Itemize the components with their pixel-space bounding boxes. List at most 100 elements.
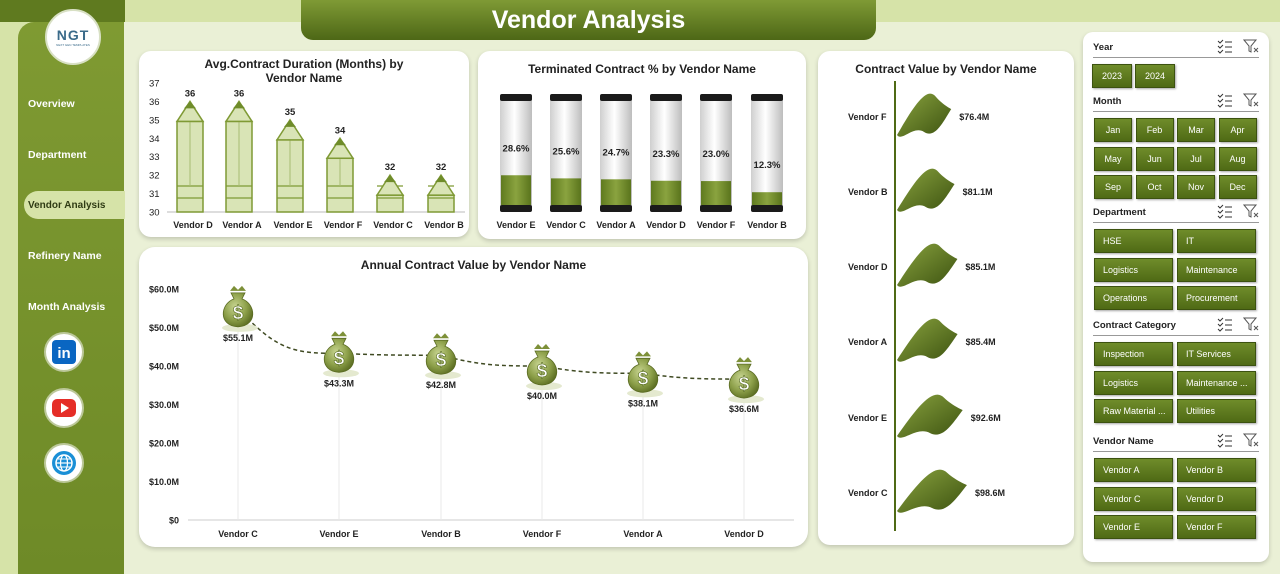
slicer-button-department[interactable]: HSE [1094,229,1173,253]
bar-fill [651,180,681,205]
slicer-button-contract-category[interactable]: Raw Material ... [1094,399,1173,423]
clear-filter-icon[interactable] [1243,316,1259,332]
flag-bar [897,168,955,212]
duration-chart-card: Avg.Contract Duration (Months) by Vendor… [139,51,469,237]
clear-filter-icon[interactable] [1243,203,1259,219]
slicer-button-month[interactable]: Aug [1218,146,1257,171]
slicer-button-month[interactable]: May [1094,146,1132,171]
bar-fill [752,192,782,205]
x-tick-label: Vendor A [222,220,262,230]
bar-cylinder [600,94,632,212]
svg-text:$: $ [233,303,244,324]
slicer-button-contract-category[interactable]: IT Services [1177,342,1256,366]
filter-label: Vendor Name [1093,436,1154,447]
annual-chart-title: Annual Contract Value by Vendor Name [360,258,587,272]
slicer-button-contract-category[interactable]: Maintenance ... [1177,370,1256,395]
page-title: Vendor Analysis [491,5,686,34]
slicer-button-month[interactable]: Jun [1135,146,1174,171]
globe-icon[interactable] [44,443,84,483]
slicer-button-month[interactable]: Oct [1135,175,1174,199]
slicer-button-department[interactable]: Logistics [1094,257,1173,282]
svg-text:$: $ [436,350,447,371]
data-label: 32 [436,162,447,173]
slicer-button-vendor-name[interactable]: Vendor C [1094,486,1173,511]
slicer-button-vendor-name[interactable]: Vendor D [1177,486,1256,511]
clear-filter-icon[interactable] [1243,38,1259,54]
terminated-chart-card: Terminated Contract % by Vendor Name 28.… [478,51,806,239]
youtube-icon[interactable] [44,388,84,428]
slicer-button-vendor-name[interactable]: Vendor B [1177,458,1256,482]
y-tick-label: $0 [169,516,179,526]
filter-header-year: Year [1093,38,1259,58]
nav-vendor-analysis[interactable]: Vendor Analysis [24,191,125,219]
y-tick-label: $40.0M [149,362,179,372]
slicer-button-department[interactable]: Maintenance [1177,257,1256,282]
bar-cylinder [500,94,532,212]
data-label: $36.6M [729,404,759,414]
x-tick-label: Vendor E [319,529,358,539]
clear-filter-icon[interactable] [1243,92,1259,108]
data-label: $92.6M [971,413,1001,423]
x-tick-label: Vendor F [324,220,363,230]
slicer-button-contract-category[interactable]: Logistics [1094,370,1173,395]
nav-month-analysis[interactable]: Month Analysis [10,293,118,321]
series-line [237,307,745,380]
multi-select-icon[interactable] [1217,432,1233,448]
slicer-button-year[interactable]: 2024 [1135,64,1175,88]
slicer-button-year[interactable]: 2023 [1092,64,1132,88]
data-label: 23.3% [653,149,680,160]
category-label: Vendor D [848,262,888,272]
bar-pencil [325,136,355,213]
data-label: 24.7% [603,147,630,158]
slicer-button-vendor-name[interactable]: Vendor E [1094,515,1173,539]
slicer-button-month[interactable]: Sep [1094,175,1132,199]
multi-select-icon[interactable] [1217,38,1233,54]
slicer-button-department[interactable]: IT [1177,229,1256,253]
bar-cylinder [550,94,582,212]
x-tick-label: Vendor E [273,220,312,230]
slicer-button-month[interactable]: Jul [1177,146,1215,171]
slicer-button-month[interactable]: Dec [1218,175,1257,199]
multi-select-icon[interactable] [1217,92,1233,108]
slicer-button-vendor-name[interactable]: Vendor A [1094,458,1173,482]
duration-chart-title: Avg.Contract Duration (Months) by Vendor… [204,57,404,85]
y-tick-label: 35 [149,115,160,126]
data-label: 28.6% [503,143,530,154]
nav-overview[interactable]: Overview [10,90,118,118]
data-label: $55.1M [223,333,253,343]
flag-bar [897,394,963,438]
bar-fill [501,175,531,205]
nav-refinery-name[interactable]: Refinery Name [10,242,118,270]
slicer-button-month[interactable]: Nov [1177,175,1215,199]
annual-chart-card: Annual Contract Value by Vendor Name $60… [139,247,808,547]
x-tick-label: Vendor C [546,220,586,230]
slicer-button-month[interactable]: Mar [1177,118,1215,142]
slicer-button-month[interactable]: Jan [1094,118,1132,142]
money-bag-marker: $ [627,351,663,398]
clear-filter-icon[interactable] [1243,432,1259,448]
bar-fill [551,178,581,205]
slicer-button-contract-category[interactable]: Utilities [1177,399,1256,423]
category-label: Vendor A [848,337,888,347]
nav-label: Refinery Name [28,250,102,262]
nav-department[interactable]: Department [10,141,118,169]
linkedin-icon[interactable]: in [44,332,84,372]
x-tick-label: Vendor A [596,220,636,230]
slicer-button-vendor-name[interactable]: Vendor F [1177,515,1256,539]
slicer-button-department[interactable]: Procurement [1177,286,1256,310]
slicer-button-month[interactable]: Apr [1218,118,1257,142]
y-tick-label: 30 [149,208,160,219]
data-label: 12.3% [754,160,781,171]
filter-header-month: Month [1093,92,1259,112]
logo: NGT NEXT GEN TEMPLATES [45,9,101,65]
multi-select-icon[interactable] [1217,316,1233,332]
slicer-button-month[interactable]: Feb [1135,118,1174,142]
slicer-button-department[interactable]: Operations [1094,286,1173,310]
slicer-button-contract-category[interactable]: Inspection [1094,342,1173,366]
multi-select-icon[interactable] [1217,203,1233,219]
data-label: $43.3M [324,378,354,388]
data-label: 32 [385,162,396,173]
x-tick-label: Vendor A [623,529,663,539]
